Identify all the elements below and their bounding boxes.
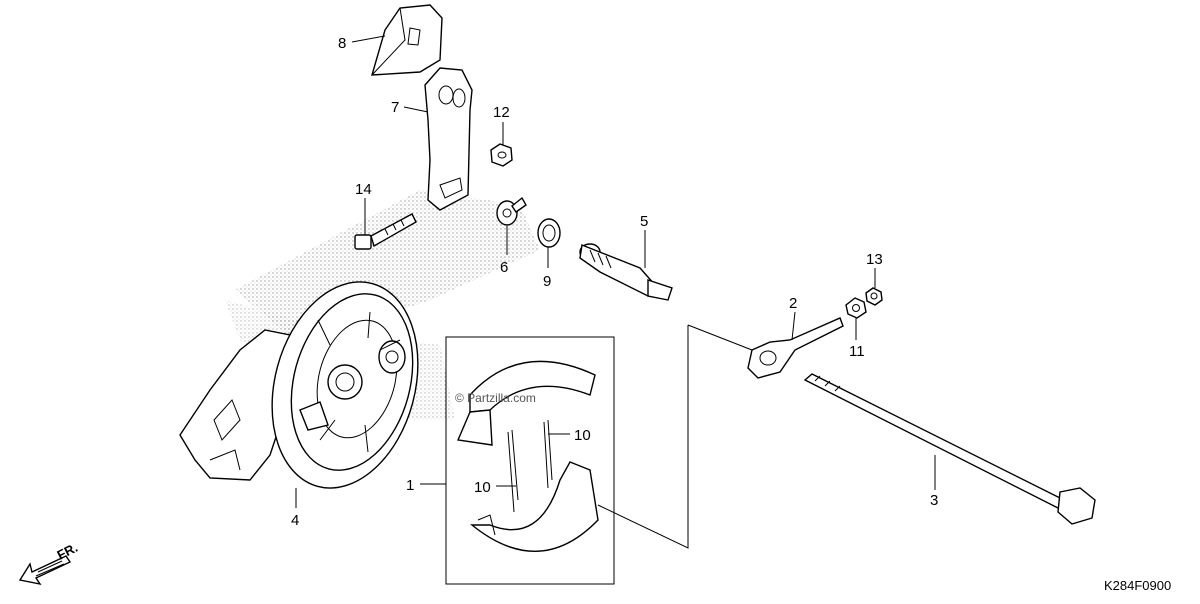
- callout-14: 14: [355, 181, 372, 198]
- callout-8: 8: [338, 35, 346, 52]
- callout-7: 7: [391, 99, 399, 116]
- callout-1: 1: [406, 477, 414, 494]
- diagram-code: K284F0900: [1104, 578, 1171, 593]
- callout-6: 6: [500, 259, 508, 276]
- watermark: © Partzilla.com: [455, 391, 536, 405]
- part-13-nut: [865, 287, 883, 306]
- callout-2: 2: [789, 295, 797, 312]
- part-12-nut: [490, 143, 513, 167]
- part-3-rod: [803, 373, 1096, 525]
- callout-11: 11: [849, 343, 865, 360]
- part-8-arm-cover: [371, 4, 443, 76]
- part-2-rod-joint: [747, 317, 844, 379]
- part-14-bolt: [354, 213, 417, 250]
- callout-leaders: [295, 35, 936, 508]
- part-4-brake-panel: [179, 281, 419, 489]
- part-9-seal: [537, 218, 561, 248]
- callout-3: 3: [930, 492, 938, 509]
- front-direction-arrow-icon: [18, 555, 72, 586]
- callout-10-lower: 10: [474, 479, 491, 496]
- callout-9: 9: [543, 273, 551, 290]
- part-1-shoe-kit: [445, 336, 615, 585]
- connector-lines: [597, 324, 753, 549]
- part-11-nut: [845, 297, 867, 319]
- callout-5: 5: [640, 213, 648, 230]
- callout-12: 12: [493, 104, 510, 121]
- callout-13: 13: [866, 251, 883, 268]
- part-5-brake-cam: [579, 243, 673, 301]
- part-6-indicator-plate: [496, 196, 527, 226]
- part-7-brake-arm: [424, 67, 473, 211]
- callout-10-upper: 10: [574, 427, 591, 444]
- callout-4: 4: [291, 512, 299, 529]
